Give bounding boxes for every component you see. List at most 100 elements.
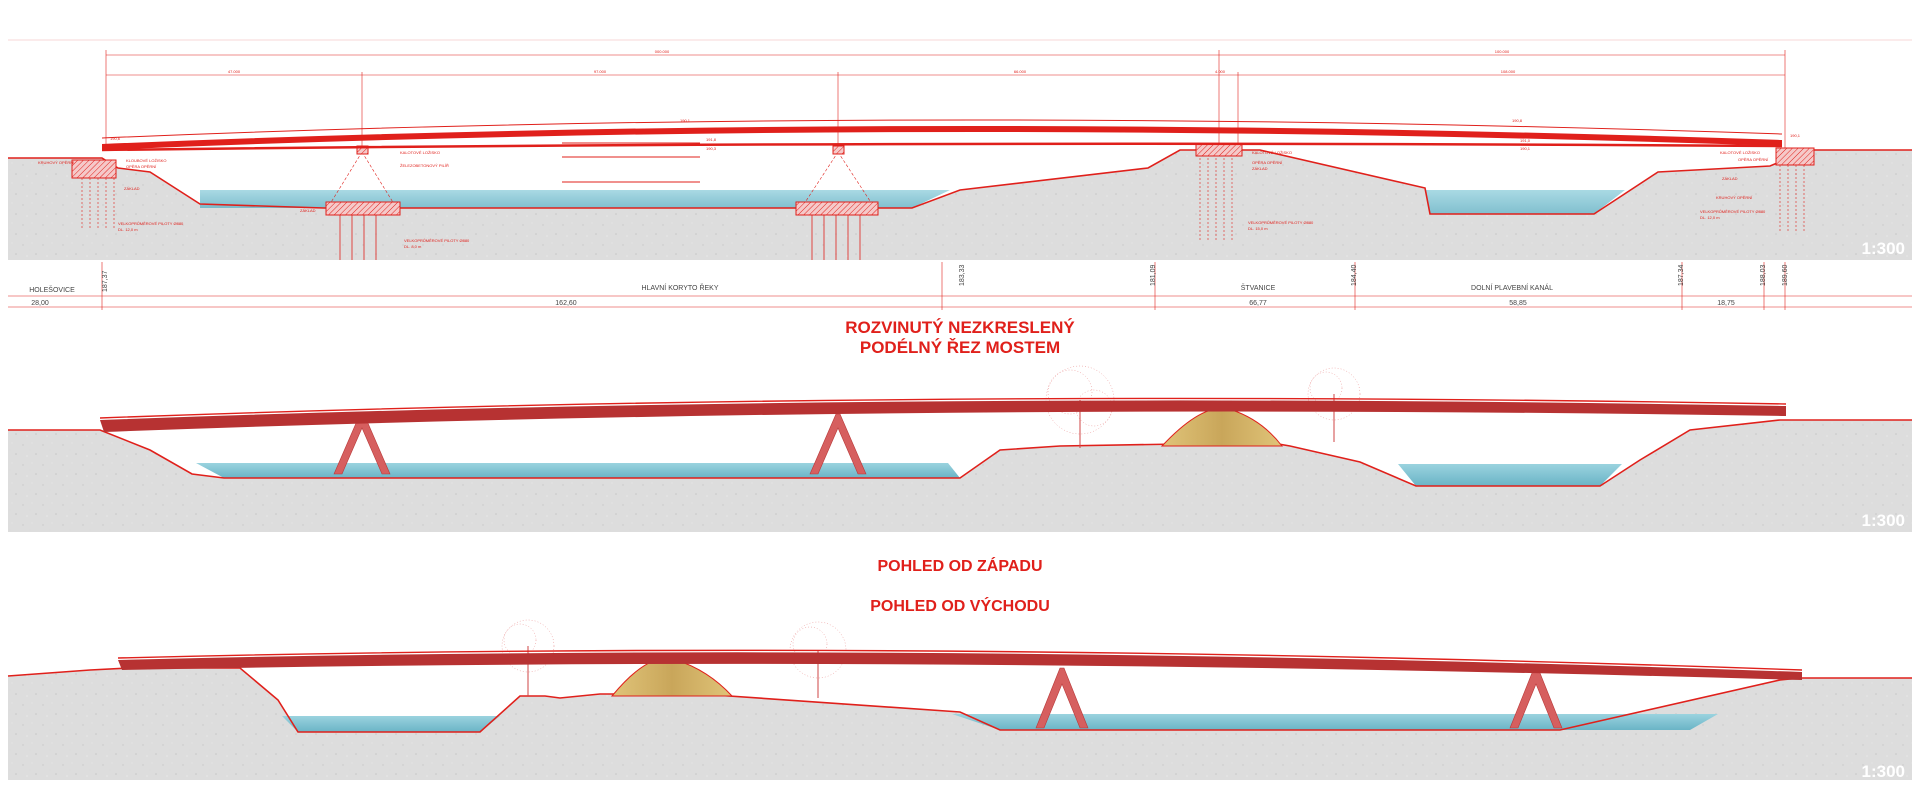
dim-span-1: 47.000 [228,69,241,74]
east-pier-2 [1509,667,1563,729]
west-pier-2 [809,413,867,475]
profile-strip: HOLEŠOVICE HLAVNÍ KORYTO ŘEKY ŠTVANICE D… [8,262,1912,310]
section-pier-piles [339,215,861,260]
west-river-water [196,463,960,478]
middle-pier-foundation [1195,143,1243,157]
elev-4: 184,40 [1351,264,1358,286]
svg-text:VELKOPRŮMĚROVÉ PILOTY Ø880: VELKOPRŮMĚROVÉ PILOTY Ø880 [1248,220,1314,225]
pier-1-foundation [325,201,401,216]
west-pier-1 [333,413,391,475]
area-main-river: HLAVNÍ KORYTO ŘEKY [641,283,718,292]
area-stvanice: ŠTVANICE [1241,283,1276,292]
elev-3: 181,09 [1150,264,1157,286]
east-ground [8,668,1912,780]
svg-text:ŽELEZOBETONOVÝ PILÍŘ: ŽELEZOBETONOVÝ PILÍŘ [400,163,449,168]
left-abutment-foundation [71,159,117,179]
svg-text:VELKOPRŮMĚROVÉ PILOTY Ø880: VELKOPRŮMĚROVÉ PILOTY Ø880 [1700,209,1766,214]
section-canal-water [1425,190,1625,214]
svg-text:ZÁKLAD: ZÁKLAD [1252,166,1268,171]
svg-text:DL. 12,0 m: DL. 12,0 m [118,227,138,232]
scale-label-west: 1:300 [1862,511,1905,530]
elev-6: 188,03 [1760,264,1767,286]
svg-text:OPĚRA OPĚRNÍ: OPĚRA OPĚRNÍ [126,164,157,169]
elev-1: 187,37 [102,270,109,292]
dim-overall-right: 100.000 [1495,49,1510,54]
east-elevation: 1:300 [7,619,1912,781]
level-label-7: 190,1 [1520,146,1531,151]
elev-2: 183,33 [959,264,966,286]
elev-5: 187,34 [1678,264,1685,286]
west-deck-edge [99,397,1787,419]
area-lower-canal: DOLNÍ PLAVEBNÍ KANÁL [1471,283,1553,292]
west-ground [8,420,1912,532]
west-island-mound [1160,407,1284,447]
svg-text:DL. 12,0 m: DL. 12,0 m [1700,215,1720,220]
svg-text:KRUHOVÝ OPĚRNÍ: KRUHOVÝ OPĚRNÍ [1716,195,1753,200]
level-label-6: 191,0 [1520,138,1531,143]
dist-5: 18,75 [1717,300,1735,307]
svg-text:KRUHOVÝ OPĚRNÍ: KRUHOVÝ OPĚRNÍ [38,160,75,165]
dim-span-2: 97.000 [594,69,607,74]
svg-text:ZÁKLAD: ZÁKLAD [124,186,140,191]
section-deck-railing [101,119,1783,139]
section-pier-struts [329,151,873,205]
dim-span-4: 4.000 [1215,69,1226,74]
level-label-5: 190,8 [1512,118,1523,123]
level-label-2: 190,1 [680,118,691,123]
longitudinal-section: 000.000 100.000 47.000 97.000 66.000 4.0… [8,39,1912,260]
dist-3: 66,77 [1249,300,1267,307]
dim-span-3: 66.000 [1014,69,1027,74]
left-abutment-notes: KRUHOVÝ OPĚRNÍ KLOUBOVÉ LOŽISKO OPĚRA OP… [38,158,184,232]
level-label-1: 190,6 [110,136,121,141]
svg-text:KALOTOVÉ LOŽISKO: KALOTOVÉ LOŽISKO [400,150,440,155]
section-piles [81,150,1805,240]
svg-text:DL. 8,0 m: DL. 8,0 m [404,244,422,249]
right-abutment-notes: KALOTOVÉ LOŽISKO OPĚRA OPĚRNÍ ZÁKLAD KRU… [1700,150,1769,220]
svg-text:KALOTOVÉ LOŽISKO: KALOTOVÉ LOŽISKO [1720,150,1760,155]
dim-span-5: 108.000 [1501,69,1516,74]
section-title-line2: PODÉLNÝ ŘEZ MOSTEM [860,338,1060,357]
view-east-title: POHLED OD VÝCHODU [870,596,1050,615]
svg-text:DL. 15,0 m: DL. 15,0 m [1248,226,1268,231]
elev-7: 189,60 [1782,264,1789,286]
west-bridge-deck [100,400,1786,432]
pier-2-foundation [795,201,879,216]
dist-4: 58,85 [1509,300,1527,307]
svg-text:KLOUBOVÉ LOŽISKO: KLOUBOVÉ LOŽISKO [126,158,166,163]
svg-text:OPĚRA OPĚRNÍ: OPĚRA OPĚRNÍ [1738,157,1769,162]
svg-text:KALOTOVÉ LOŽISKO: KALOTOVÉ LOŽISKO [1252,150,1292,155]
section-ground [8,150,1912,260]
east-bridge-deck [118,652,1802,680]
svg-text:VELKOPRŮMĚROVÉ PILOTY Ø880: VELKOPRŮMĚROVÉ PILOTY Ø880 [404,238,470,243]
pier-2-bearing [832,145,845,155]
east-main-water [952,714,1718,730]
middle-pier-notes: KALOTOVÉ LOŽISKO OPĚRA OPĚRNÍ ZÁKLAD VEL… [1248,150,1314,231]
pier-1-notes: KALOTOVÉ LOŽISKO ŽELEZOBETONOVÝ PILÍŘ ZÁ… [300,150,470,249]
scale-label-east: 1:300 [1862,762,1905,781]
level-label-3: 191,8 [706,137,717,142]
level-label-4: 190,3 [706,146,717,151]
svg-text:ZÁKLAD: ZÁKLAD [1722,176,1738,181]
section-deck-underside [101,142,1783,152]
right-abutment-foundation [1775,147,1815,166]
east-river-water [282,716,500,732]
level-label-8: 190,1 [1790,133,1801,138]
east-pier-1 [1035,667,1089,729]
svg-text:VELKOPRŮMĚROVÉ PILOTY Ø880: VELKOPRŮMĚROVÉ PILOTY Ø880 [118,221,184,226]
dist-1: 28,00 [31,300,49,307]
dimension-chains [105,50,1786,150]
dim-overall-left: 000.000 [655,49,670,54]
svg-text:OPĚRA OPĚRNÍ: OPĚRA OPĚRNÍ [1252,160,1283,165]
view-west-title: POHLED OD ZÁPADU [877,556,1042,575]
east-deck-edge [117,649,1803,671]
section-bridge-deck [102,125,1782,150]
west-elevation: 1:300 [8,365,1912,532]
west-canal-water [1398,464,1622,486]
svg-text:ZÁKLAD: ZÁKLAD [300,208,316,213]
scale-label-section: 1:300 [1862,239,1905,258]
area-holesovice: HOLEŠOVICE [29,285,75,294]
section-level-lines [562,142,700,183]
section-title-line1: ROZVINUTÝ NEZKRESLENÝ [845,318,1075,337]
dist-2: 162,60 [555,300,577,307]
